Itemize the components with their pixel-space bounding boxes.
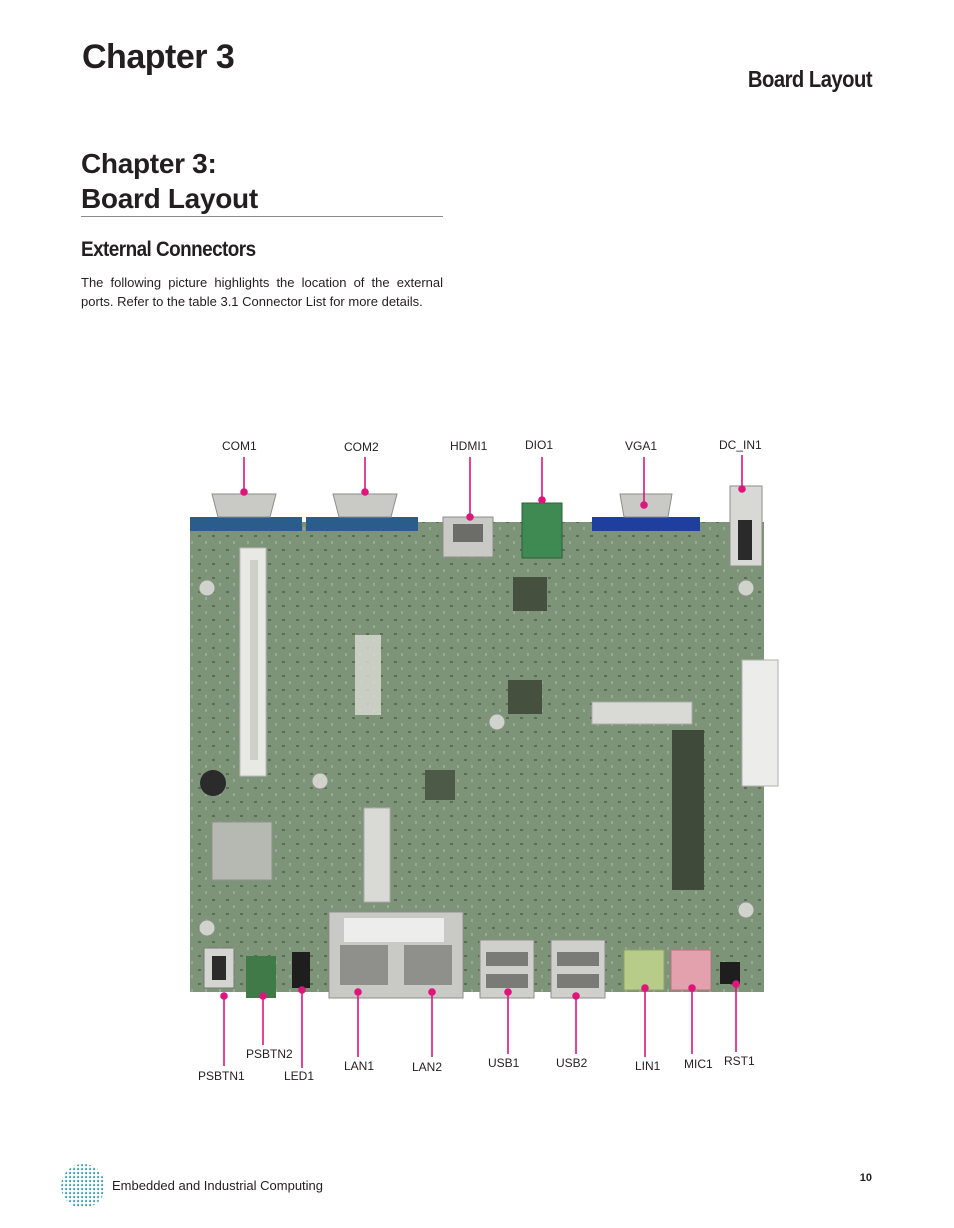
subsection-title: External Connectors: [81, 238, 256, 261]
usb2-port: [550, 939, 606, 999]
m2-slot: [672, 730, 704, 890]
side-connector: [741, 659, 779, 787]
mini-pcie-slot: [591, 701, 693, 725]
page-number: 10: [859, 1172, 872, 1184]
usb1-port: [479, 939, 535, 999]
label-lan2: LAN2: [412, 1060, 443, 1074]
mini-pcie-slot: [363, 807, 391, 903]
label-vga1: VGA1: [625, 439, 658, 453]
label-psbtn1: PSBTN1: [198, 1069, 245, 1083]
com2-port: [332, 493, 398, 518]
label-usb2: USB2: [556, 1056, 588, 1070]
mic-jack: [670, 949, 712, 991]
com1-port: [211, 493, 277, 518]
label-mic1: MIC1: [684, 1057, 713, 1071]
body-paragraph: The following picture highlights the loc…: [81, 275, 443, 309]
label-usb1: USB1: [488, 1056, 520, 1070]
psbtn2-connector: [246, 956, 276, 998]
section-title-line1: Chapter 3:: [81, 148, 217, 179]
com1-port-base: [190, 517, 302, 531]
dio-connector: [521, 502, 563, 559]
sim-slot: [211, 821, 273, 881]
label-psbtn2: PSBTN2: [246, 1047, 293, 1061]
label-rst1: RST1: [724, 1054, 755, 1068]
section-title-line2: Board Layout: [81, 183, 258, 214]
vga-port-base: [592, 517, 700, 531]
buzzer: [200, 770, 226, 796]
section-rule: [81, 216, 443, 217]
chip: [513, 577, 547, 611]
com2-port-base: [306, 517, 418, 531]
company-logo-icon: [61, 1164, 105, 1208]
chip: [355, 635, 381, 715]
label-com2: COM2: [344, 440, 379, 454]
chip: [508, 680, 542, 714]
label-lin1: LIN1: [635, 1059, 661, 1073]
label-com1: COM1: [222, 439, 257, 453]
footer-text: Embedded and Industrial Computing: [112, 1178, 324, 1193]
label-dc-in1: DC_IN1: [719, 438, 762, 452]
label-led1: LED1: [284, 1069, 315, 1083]
line-in-jack: [623, 949, 665, 991]
label-lan1: LAN1: [344, 1059, 375, 1073]
header-title: Board Layout: [747, 66, 873, 92]
chapter-heading: Chapter 3: [82, 38, 235, 76]
label-dio1: DIO1: [525, 438, 554, 452]
label-hdmi1: HDMI1: [450, 439, 488, 453]
reset-button: [720, 962, 740, 984]
chip: [425, 770, 455, 800]
led-connector: [292, 952, 310, 988]
section-title: Chapter 3: Board Layout: [81, 146, 258, 216]
